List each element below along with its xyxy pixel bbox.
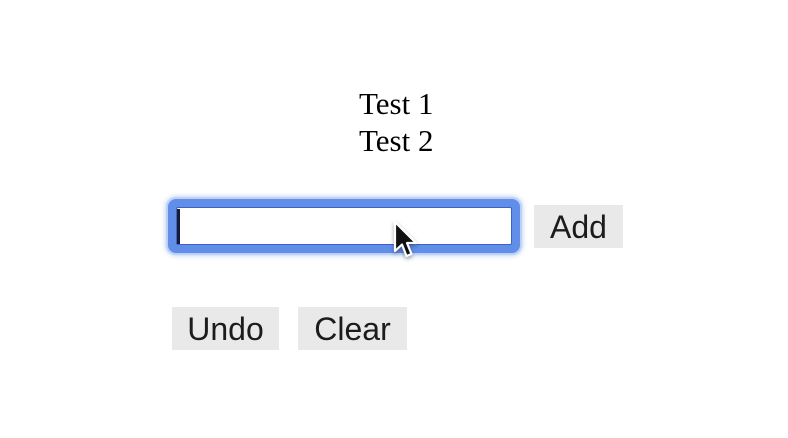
- text-caret: [177, 209, 180, 244]
- clear-button[interactable]: Clear: [298, 307, 407, 350]
- undo-button[interactable]: Undo: [172, 307, 279, 350]
- todo-item: Test 1: [359, 86, 434, 121]
- input-focus-ring: [168, 199, 520, 253]
- add-button[interactable]: Add: [534, 205, 623, 248]
- todo-item: Test 2: [359, 123, 434, 158]
- new-item-input[interactable]: [176, 207, 512, 245]
- todo-list: Test 1 Test 2: [359, 85, 433, 159]
